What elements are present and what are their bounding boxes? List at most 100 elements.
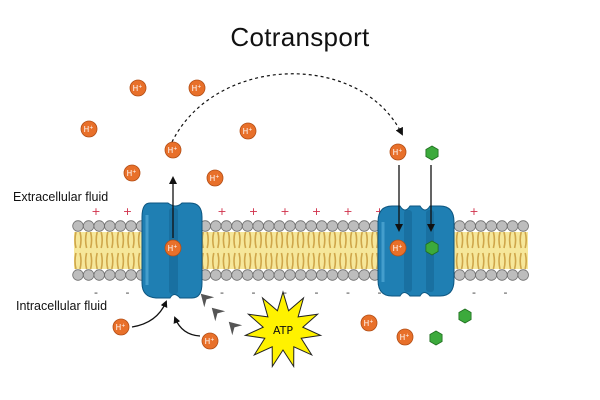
extracellular-fluid-label: Extracellular fluid [13,190,109,204]
cotransporter-protein [377,205,455,297]
lipid-tail [508,231,512,249]
lipid-tail [371,231,374,249]
lipid-tail [259,231,262,249]
phospholipid [496,220,508,281]
lipid-tail [116,231,120,249]
proton-circle [206,169,224,187]
proton-molecule: H+ [206,169,224,187]
lipid-tail [487,252,491,270]
negative-charge: - [220,286,224,299]
lipid-tail [270,252,273,270]
phospholipid-head [82,220,95,232]
solute-molecule [425,240,439,256]
positive-charge: + [280,205,289,218]
lipid-tail [291,231,294,249]
phospholipid-head [220,220,233,232]
phospholipid [347,220,360,281]
negative-charge: - [283,286,287,299]
lipid-tail [74,252,77,270]
lipid-tail [492,231,496,249]
solute-molecule [458,308,472,324]
proton-circle [123,164,141,182]
lipid-tail [312,252,315,270]
lipid-tail [127,252,130,270]
phospholipid [263,220,275,281]
proton-label: H+ [210,174,220,183]
solute-molecule [425,145,439,161]
lipid-tail [106,231,109,249]
lipid-tail [360,252,363,270]
lipid-tail [349,252,353,270]
lipid-tail [487,231,491,249]
lipid-tail [95,252,98,270]
positive-charge: + [249,205,258,218]
lipid-tail [265,231,268,249]
lipid-tail [296,231,300,249]
lipid-tail [339,231,342,249]
proton-molecule: H+ [396,328,414,346]
proton-charge: + [215,174,219,180]
lipid-tail [111,231,114,249]
proton-label: H+ [364,319,374,328]
lipid-tail [498,231,501,249]
phospholipid [464,220,476,281]
proton-circle [129,79,147,97]
lipid-tail [296,252,300,270]
negative-charge: - [252,286,256,299]
phospholipid-head [358,269,370,281]
proton-charge: + [398,244,402,250]
proton-charge: + [132,169,136,175]
lipid-tail [111,252,114,270]
lipid-tail [503,252,506,270]
proton-molecule: H+ [129,79,147,97]
lipid-tail [106,252,109,270]
phospholipid-head [263,220,275,232]
phospholipid-head [347,269,360,281]
proton-circle [396,328,414,346]
diagram-title: Cotransport [230,22,370,52]
lipid-tail [519,231,522,249]
phospholipid-head [485,269,498,281]
lipid-tail [360,231,363,249]
lipid-tail [286,231,289,249]
phospholipid-head [231,220,243,232]
proton-charge: + [405,333,409,339]
lipid-tail [524,252,527,270]
positive-charge: + [123,205,132,218]
phospholipid-head [104,220,116,232]
phospholipid-head [104,269,116,281]
lipid-tail [503,231,506,249]
phospholipid-head [496,220,508,232]
proton-circle [164,141,182,159]
proton-label: H+ [168,244,178,253]
lipid-tail [344,252,347,270]
proton-label: H+ [400,333,410,342]
proton-molecule: H+ [123,164,141,182]
phospholipid-head [220,269,233,281]
lipid-tail [238,252,241,270]
phospholipid [220,220,233,281]
lipid-tail [455,252,459,270]
lipid-tail [217,252,220,270]
proton-circle [164,239,182,257]
phospholipid-head [241,220,254,232]
lipid-tail [354,231,358,249]
lipid-tail [84,231,88,249]
lipid-tail [460,252,464,270]
lipid-tail [339,252,342,270]
proton-circle [112,318,130,336]
phospholipid [506,220,519,281]
proton-label: H+ [393,148,403,157]
phospholipid-head [241,269,254,281]
phospholipid [231,220,243,281]
phospholipid-head [316,220,328,232]
atp-energy: ATP [243,290,323,369]
lipid-tail [137,252,141,270]
lipid-tail [312,231,315,249]
phospholipid-head [273,269,286,281]
phospholipid [369,220,381,281]
phospholipid-head [316,269,328,281]
lipid-tail [466,252,469,270]
lipid-tail [212,231,215,249]
phospholipid-head [125,220,137,232]
